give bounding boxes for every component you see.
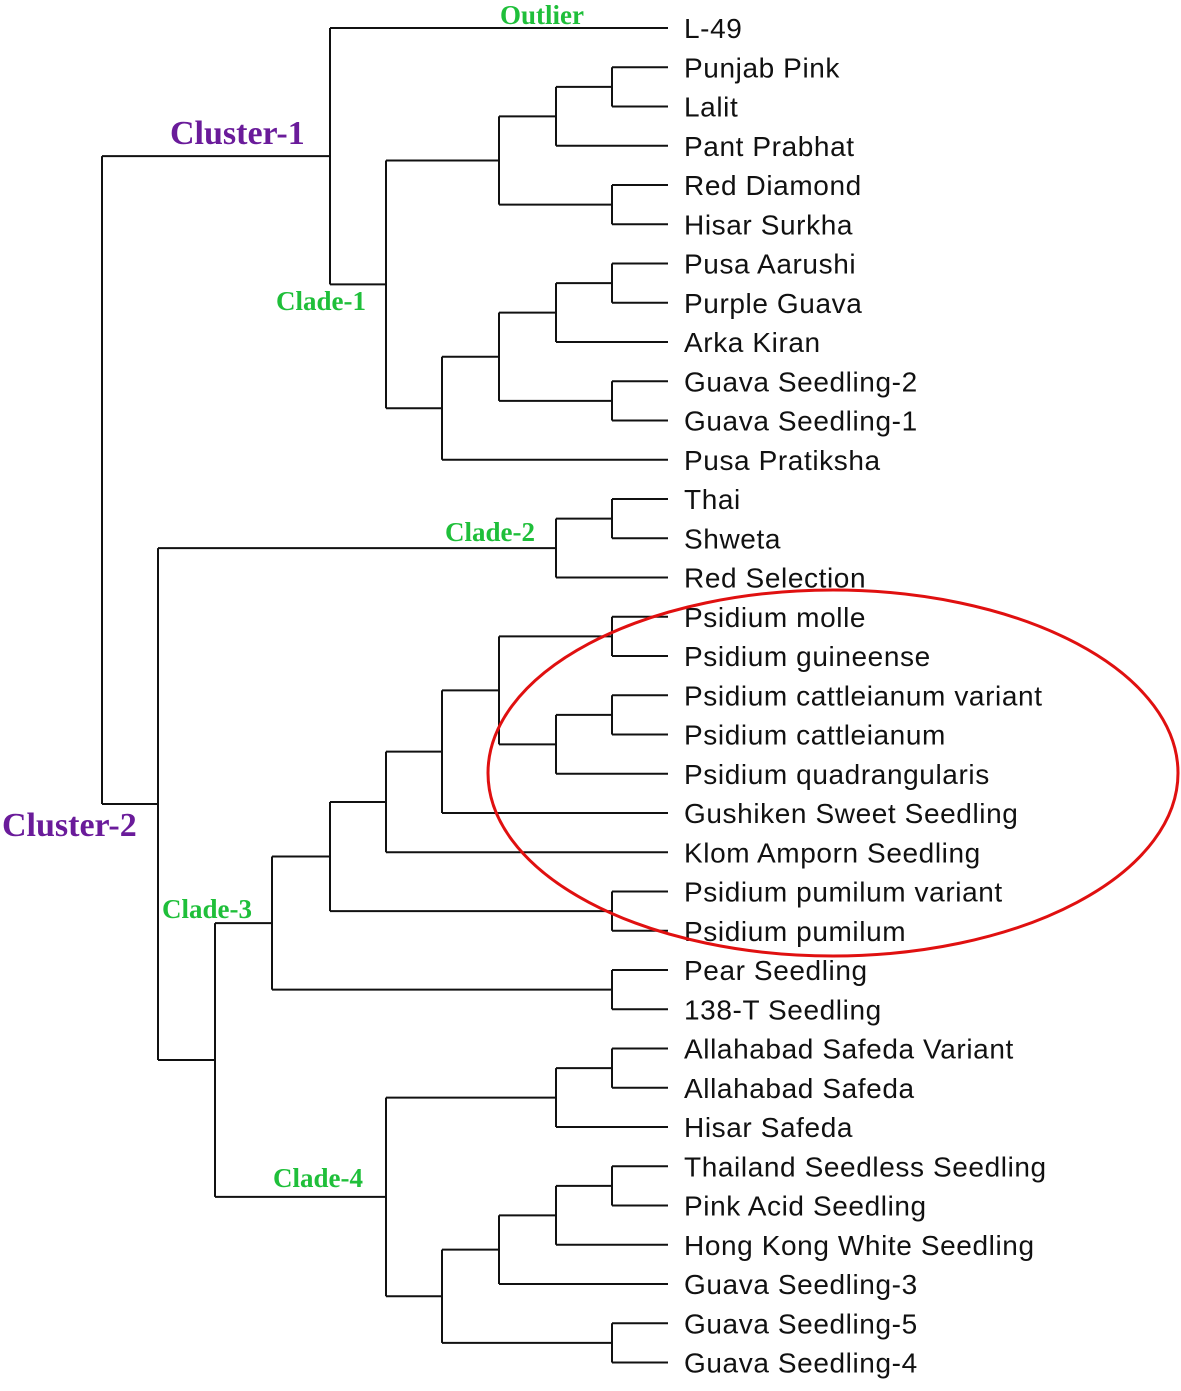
leaf-label: 138-T Seedling <box>684 994 882 1025</box>
leaf-label: Arka Kiran <box>684 327 821 358</box>
leaf-label: Hisar Safeda <box>684 1112 853 1143</box>
leaf-label: Pusa Pratiksha <box>684 445 881 476</box>
leaf-label: Psidium cattleianum variant <box>684 680 1043 711</box>
leaf-label: Hong Kong White Seedling <box>684 1230 1035 1261</box>
outlier-label: Outlier <box>500 0 584 30</box>
leaf-label: Klom Amporn Seedling <box>684 837 981 868</box>
leaf-label: Guava Seedling-5 <box>684 1308 918 1339</box>
leaf-label: Guava Seedling-1 <box>684 406 918 437</box>
leaf-label: Purple Guava <box>684 288 862 319</box>
leaf-label: Allahabad Safeda <box>684 1073 915 1104</box>
leaf-label: Psidium guineense <box>684 641 931 672</box>
cluster-2-label: Cluster-2 <box>2 807 137 844</box>
leaf-label: Psidium pumilum variant <box>684 877 1003 908</box>
leaf-label: Thai <box>684 484 741 515</box>
leaf-label: Guava Seedling-4 <box>684 1348 918 1379</box>
leaf-label: Shweta <box>684 523 781 554</box>
cluster-1-label: Cluster-1 <box>170 115 305 152</box>
leaf-label: Pusa Aarushi <box>684 249 856 280</box>
leaf-label: Punjab Pink <box>684 52 840 83</box>
leaf-label: Lalit <box>684 92 738 123</box>
clade-4-label: Clade-4 <box>273 1163 363 1193</box>
clade-1-label: Clade-1 <box>276 286 366 316</box>
leaf-label: Red Selection <box>684 563 866 594</box>
leaf-label: Thailand Seedless Seedling <box>684 1151 1047 1182</box>
leaf-label: Guava Seedling-2 <box>684 366 918 397</box>
leaf-label: Psidium cattleianum <box>684 720 946 751</box>
leaf-label: Allahabad Safeda Variant <box>684 1034 1014 1065</box>
dendrogram-branches <box>101 27 668 1364</box>
clade-2-label: Clade-2 <box>445 517 535 547</box>
leaf-label: Pant Prabhat <box>684 131 855 162</box>
leaf-label: Hisar Surkha <box>684 209 853 240</box>
leaf-label: Guava Seedling-3 <box>684 1269 918 1300</box>
leaf-label: Psidium quadrangularis <box>684 759 990 790</box>
leaf-label: Psidium molle <box>684 602 866 633</box>
highlight-ellipse <box>486 588 1180 958</box>
leaf-label: L-49 <box>684 13 742 44</box>
clade-3-label: Clade-3 <box>162 894 252 924</box>
leaf-label: Gushiken Sweet Seedling <box>684 798 1018 829</box>
leaf-label: Pink Acid Seedling <box>684 1191 927 1222</box>
leaf-label: Red Diamond <box>684 170 862 201</box>
leaf-label: Psidium pumilum <box>684 916 906 947</box>
leaf-label: Pear Seedling <box>684 955 868 986</box>
